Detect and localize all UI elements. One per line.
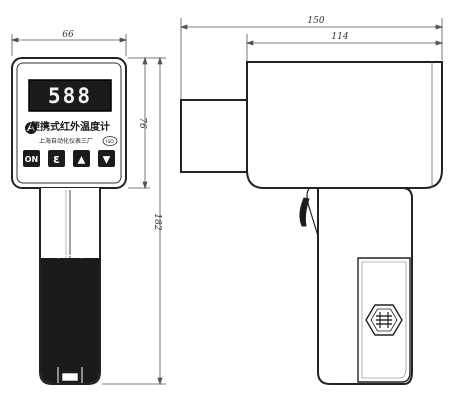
front-width-label: 66	[62, 30, 74, 40]
maker-logo-icon	[25, 122, 37, 134]
svg-text:▼: ▼	[103, 155, 111, 166]
side-view: 150 114	[179, 16, 444, 385]
side-body	[246, 61, 443, 189]
iso-badge: ISO	[102, 136, 118, 146]
on-button[interactable]: ON	[23, 150, 40, 167]
product-title: 便携式红外温度计	[30, 120, 110, 133]
emissivity-button[interactable]: ε	[48, 150, 65, 167]
up-button[interactable]: ▲	[73, 150, 90, 167]
down-button[interactable]: ▼	[98, 150, 115, 167]
body-length-label: 114	[331, 32, 348, 42]
manufacturer-name: 上海自动化仪表三厂	[39, 137, 93, 145]
front-height-dimensions	[102, 56, 166, 386]
trigger[interactable]	[299, 197, 310, 227]
total-length-label: 150	[307, 16, 324, 26]
total-height-label: 182	[152, 213, 162, 230]
svg-text:▲: ▲	[78, 155, 86, 166]
lcd-reading: 588	[48, 84, 92, 108]
front-width-dimension	[10, 34, 128, 56]
front-battery-window	[41, 258, 99, 383]
lcd-display	[28, 79, 112, 112]
lens-barrel	[180, 99, 248, 173]
side-length-dimensions	[179, 18, 444, 100]
front-view: 66 588 便携式红外温度计 上海自动化仪表三厂 ISO ON ε ▲	[10, 30, 166, 386]
svg-text:ε: ε	[53, 152, 60, 166]
svg-text:ISO: ISO	[106, 139, 114, 145]
head-height-label: 76	[137, 117, 147, 129]
emblem-icon	[365, 304, 403, 336]
svg-text:ON: ON	[25, 155, 39, 164]
